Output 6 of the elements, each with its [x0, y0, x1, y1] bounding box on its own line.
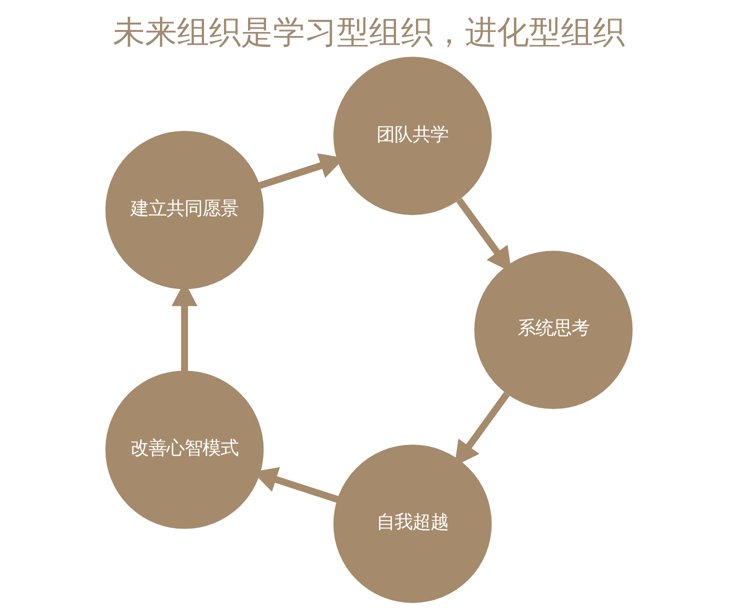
diagram-title: 未来组织是学习型组织，进化型组织	[112, 12, 624, 51]
node-circle: 团队共学	[332, 56, 492, 216]
node-circle: 自我超越	[332, 444, 492, 603]
node-circle: 建立共同愿景	[104, 130, 264, 290]
node-circle: 系统思考	[474, 250, 632, 410]
node-circle: 改善心智模式	[104, 370, 264, 529]
